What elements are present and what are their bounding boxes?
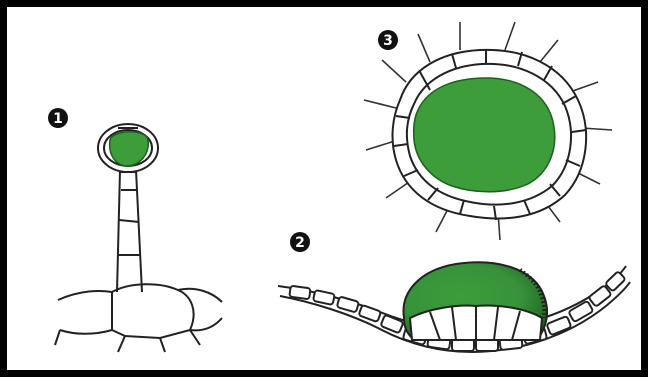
base-cell-left — [58, 291, 112, 334]
stalk-outline — [117, 170, 142, 292]
structure-2-sessile-gland: 2 — [278, 232, 630, 352]
label-2: 2 — [295, 235, 305, 251]
structure-3-round-gland: 3 — [364, 22, 612, 240]
structure-1-stalked-gland: 1 — [48, 108, 222, 352]
label-1: 1 — [53, 111, 63, 127]
round-gland-content — [414, 78, 555, 192]
label-3: 3 — [383, 33, 393, 49]
base-cell-center — [112, 284, 194, 338]
